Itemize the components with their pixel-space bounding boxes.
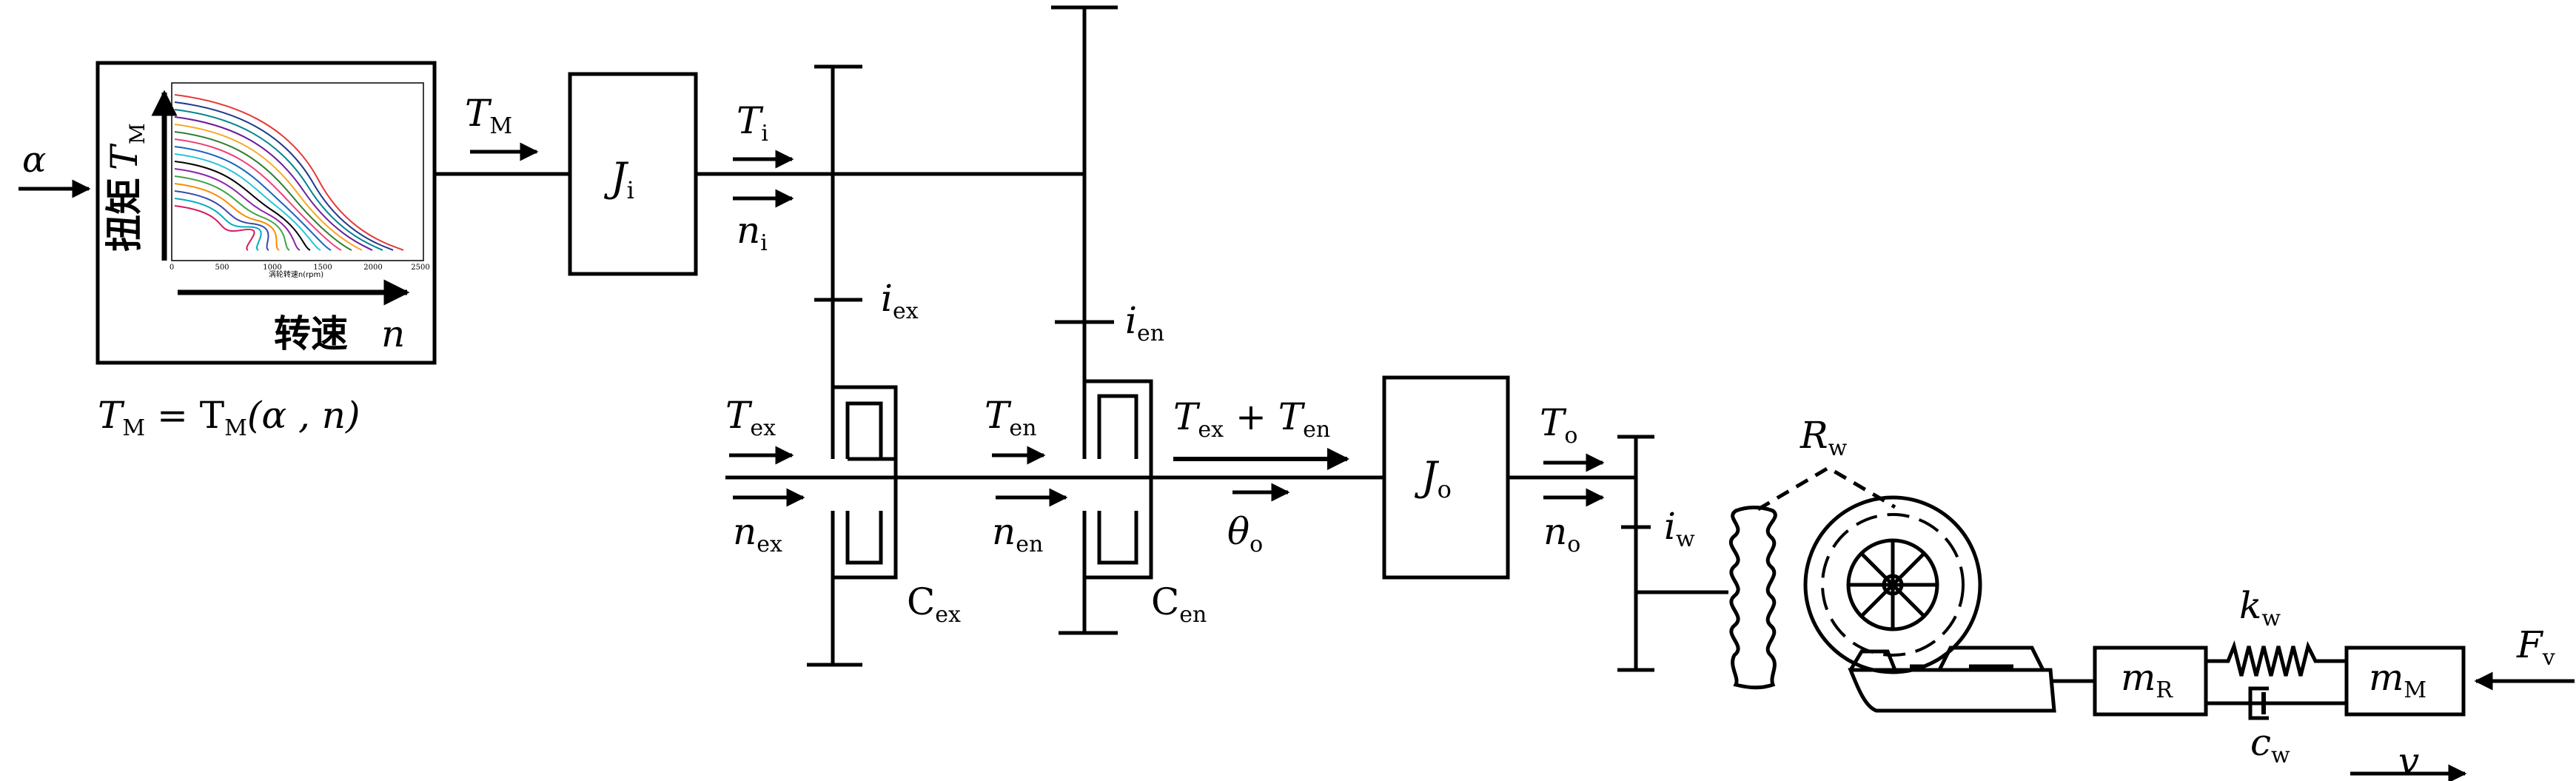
To-arrow: To [1540, 401, 1605, 472]
svg-text:ien: ien [1125, 299, 1164, 346]
torque-curve [174, 124, 363, 251]
torque-map-curves [174, 94, 404, 251]
svg-text:no: no [1543, 510, 1580, 557]
torque-curve [174, 190, 269, 251]
svg-text:To: To [1540, 401, 1577, 449]
svg-text:iw: iw [1664, 505, 1695, 552]
svg-text:n: n [381, 312, 405, 355]
no-arrow: no [1543, 488, 1605, 557]
svg-text:nex: nex [733, 510, 782, 557]
nex-arrow: nex [733, 488, 805, 557]
Ti-arrow: Ti [733, 99, 794, 169]
spring-kw: kw [2206, 584, 2347, 677]
torque-curve [174, 116, 373, 251]
map-tick: 1000 [263, 264, 281, 272]
clutch-Cex: Cex [831, 385, 961, 628]
svg-text:Ten: Ten [985, 394, 1036, 441]
torque-curve [174, 161, 311, 251]
map-tick: 2000 [363, 264, 382, 272]
torque-curve [174, 109, 383, 251]
map-tick: 2500 [411, 264, 429, 272]
map-axis-caption: 涡轮转速n(rpm) [269, 269, 323, 279]
Ten-arrow: Ten [985, 394, 1046, 465]
ni-arrow: ni [733, 189, 794, 256]
theta-arrow: θo [1227, 483, 1290, 557]
svg-text:Cen: Cen [1151, 580, 1207, 628]
map-tick: 0 [170, 264, 174, 272]
TM-arrow: TM [465, 92, 539, 161]
svg-text:T: T [103, 143, 146, 170]
engine-map-equation: TM = TM(α , n) [98, 394, 360, 441]
svg-text:M: M [125, 123, 150, 144]
map-xlabel: 转速 n [274, 312, 405, 355]
svg-text:Jo: Jo [1414, 453, 1452, 503]
alpha-input: α [19, 139, 91, 198]
svg-text:mM: mM [2369, 656, 2426, 703]
track-platform [1848, 646, 2095, 713]
torque-curve [174, 175, 290, 251]
svg-text:Rw: Rw [1799, 414, 1848, 461]
map-tick: 1500 [313, 264, 332, 272]
torque-curve [174, 205, 255, 251]
svg-text:iex: iex [881, 277, 919, 324]
engine-map-box: 0 500 1000 1500 2000 2500 涡轮转速n(rpm) 扭矩 … [95, 61, 437, 365]
svg-text:cw: cw [2250, 721, 2290, 768]
svg-text:TM = TM(α , n): TM = TM(α , n) [98, 394, 360, 441]
damper-cw: cw [2206, 686, 2347, 768]
svg-text:TM: TM [465, 92, 512, 139]
map-ylabel: 扭矩 T M [103, 123, 150, 252]
velocity-arrow: v [2350, 740, 2467, 781]
mR-mass-box: mR [2093, 646, 2208, 717]
Fv-force-arrow: Fv [2474, 623, 2575, 691]
svg-text:ni: ni [737, 209, 768, 256]
Jo-inertia-box: Jo [1382, 375, 1510, 580]
svg-text:Ji: Ji [603, 154, 634, 204]
torque-curve [174, 131, 352, 251]
torque-curve [174, 153, 321, 251]
svg-text:θo: θo [1227, 510, 1263, 557]
svg-text:Cex: Cex [907, 580, 961, 628]
Tex-arrow: Tex [725, 394, 794, 465]
map-tick: 500 [215, 264, 229, 272]
svg-text:mR: mR [2121, 656, 2173, 703]
torque-curve [174, 198, 262, 251]
Tsum-arrow: Tex + Ten [1173, 395, 1349, 470]
torque-curve [174, 138, 342, 251]
svg-text:Tex: Tex [725, 394, 776, 441]
alpha-label: α [22, 139, 46, 181]
mM-mass-box: mM [2344, 646, 2466, 717]
wheel-side-profile [1728, 506, 1777, 690]
map-ticks: 0 500 1000 1500 2000 2500 [170, 264, 430, 272]
nen-arrow: nen [992, 488, 1068, 557]
clutch-Cen: Cen [1082, 379, 1207, 628]
gear-ex: iex [807, 64, 919, 667]
svg-text:kw: kw [2239, 584, 2281, 631]
svg-text:nen: nen [992, 510, 1043, 557]
wheel-front-icon [1803, 495, 1982, 674]
torque-curve [174, 183, 280, 251]
gear-en: ien [1051, 5, 1164, 635]
svg-text:Tex + Ten: Tex + Ten [1173, 395, 1330, 443]
svg-text:扭矩: 扭矩 [103, 178, 146, 252]
torque-curve [174, 168, 301, 251]
svg-text:Ti: Ti [737, 99, 768, 147]
torque-curve [174, 94, 404, 251]
torque-curve [174, 146, 332, 251]
Ji-inertia-box: Ji [568, 72, 698, 276]
final-drive-iw: iw [1617, 435, 1728, 672]
svg-text:v: v [2398, 740, 2419, 781]
torque-curve [174, 101, 394, 251]
Rw-radius: Rw [1757, 414, 1896, 512]
svg-text:转速: 转速 [274, 312, 348, 355]
svg-text:Fv: Fv [2516, 623, 2555, 671]
